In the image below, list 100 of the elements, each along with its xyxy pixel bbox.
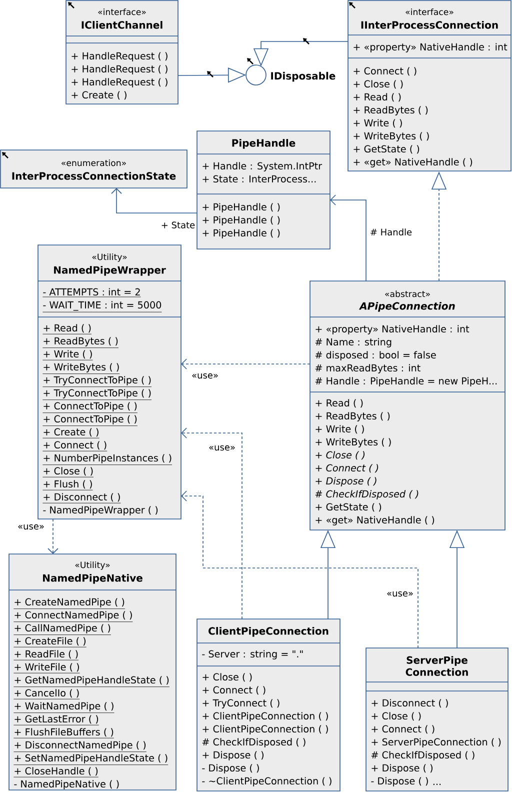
method-text: + WriteBytes ( )	[42, 363, 120, 374]
method-text: + ReadFile ( )	[14, 650, 79, 660]
arrow	[181, 490, 418, 648]
method-text: - Dispose ( )	[202, 764, 259, 774]
method-text: + Dispose ( )	[202, 751, 264, 760]
method-text: + Connect ( )	[316, 464, 378, 473]
method-text: + ClientPipeConnection ( )	[202, 725, 328, 734]
edge-label: «use»	[190, 372, 220, 380]
edge-label: # Handle	[368, 228, 414, 236]
method-text: + GetNamedPipeHandleState ( )	[14, 676, 170, 687]
method-text: + ConnectToPipe ( )	[42, 402, 138, 413]
method-text: # CheckIfDisposed ( )	[202, 738, 306, 748]
method-text: + PipeHandle ( )	[202, 229, 280, 238]
method-text: + GetState ( )	[316, 503, 382, 512]
attribute-text: # Name : string	[315, 338, 392, 348]
method-text: + Connect ( )	[202, 686, 266, 695]
method-text: + Write ( )	[42, 350, 93, 360]
method-text: + Write ( )	[316, 425, 364, 434]
class-name: IClientChannel	[82, 21, 162, 29]
arrow	[111, 188, 198, 214]
method-text: + HandleRequest ( )	[72, 78, 168, 88]
method-text: + PipeHandle ( )	[202, 216, 280, 226]
attribute-text: # Handle : PipeHandle = new PipeH...	[315, 377, 497, 386]
method-text: - NamedPipeWrapper ( )	[43, 506, 158, 516]
attribute-text: + Handle : System.IntPtr	[202, 162, 322, 172]
method-text: + WaitNamedPipe ( )	[14, 702, 114, 713]
method-text: + TryConnectToPipe ( )	[42, 376, 152, 387]
edge-label: + State	[160, 220, 196, 230]
method-text: + DisconnectNamedPipe ( )	[14, 741, 147, 752]
class-name: NamedPipeNative	[43, 574, 142, 584]
arrow	[330, 194, 366, 282]
method-text: + Write ( )	[354, 119, 402, 128]
method-text: + WriteBytes ( )	[354, 132, 429, 142]
class-name: NamedPipeWrapper	[54, 266, 166, 276]
class-name: IInterProcessConnection	[361, 21, 498, 29]
method-text: + CreateFile ( )	[14, 637, 87, 648]
method-text: + PipeHandle ( )	[202, 203, 280, 212]
method-text: + Flush ( )	[42, 480, 93, 490]
method-text: + TryConnect ( )	[202, 699, 280, 708]
method-text: - NamedPipeNative ( )	[14, 780, 119, 790]
class-name: APipeConnection	[358, 302, 455, 312]
class-name: ClientPipeConnection	[208, 627, 328, 637]
method-text: - ~ClientPipeConnection ( )	[202, 777, 332, 786]
method-text: + Close ( )	[354, 80, 403, 89]
method-text: + Read ( )	[354, 93, 401, 102]
method-text: + GetState ( )	[354, 145, 420, 154]
method-text: + Dispose ( )	[316, 477, 376, 486]
method-text: + Create ( )	[42, 428, 100, 438]
method-text: + TryConnectToPipe ( )	[42, 389, 152, 400]
attribute-text: - Server : string = "."	[202, 650, 303, 660]
method-text: + CancelIo ( )	[14, 689, 80, 700]
method-text: + CallNamedPipe ( )	[14, 624, 112, 635]
edge-label: «use»	[386, 590, 414, 598]
method-text: + ConnectToPipe ( )	[42, 415, 138, 426]
method-text: + Close ( )	[202, 673, 252, 682]
method-text: + GetLastError ( )	[14, 715, 100, 726]
arrow	[181, 358, 310, 370]
method-text: + Close ( )	[42, 467, 94, 478]
stereotype-label: «Utility»	[92, 253, 127, 262]
method-text: + «get» NativeHandle ( )	[354, 158, 472, 168]
method-text: + ReadBytes ( )	[354, 106, 428, 116]
class-name: InterProcessConnectionState	[12, 172, 176, 180]
method-text: + CloseHandle ( )	[14, 767, 99, 778]
method-text: # CheckIfDisposed ( )	[315, 490, 418, 500]
stereotype-label: «Utility»	[75, 561, 110, 570]
method-text: + WriteBytes ( )	[316, 438, 391, 448]
stereotype-label: «interface»	[98, 8, 146, 16]
stereotype-label: «interface»	[406, 8, 454, 16]
ellipsis-text: ...	[433, 784, 441, 785]
method-text: + Disconnect ( )	[42, 493, 121, 504]
attribute-text: + «property» NativeHandle : int	[316, 325, 470, 334]
attribute-text: + «property» NativeHandle : int	[354, 43, 508, 52]
method-text: + SetNamedPipeHandleState ( )	[14, 754, 168, 765]
method-text: + Create ( )	[72, 91, 126, 100]
method-text: + HandleRequest ( )	[72, 52, 168, 62]
class-name: PipeHandle	[232, 139, 296, 149]
method-text: + «get» NativeHandle ( )	[316, 516, 434, 526]
method-text: + NumberPipeInstances ( )	[42, 454, 172, 465]
method-text: + HandleRequest ( )	[72, 65, 168, 74]
attribute-text: - ATTEMPTS : int = 2	[42, 288, 141, 298]
method-text: + Connect ( )	[354, 67, 416, 76]
method-text: + ServerPipeConnection ( )	[372, 738, 501, 748]
method-text: + WriteFile ( )	[14, 663, 80, 674]
interface-name: IDisposable	[271, 72, 336, 82]
method-text: + Close ( )	[316, 451, 365, 460]
method-text: + ReadBytes ( )	[42, 337, 119, 348]
method-text: + ReadBytes ( )	[316, 412, 390, 422]
arrow	[48, 518, 58, 554]
arrow	[181, 428, 242, 620]
method-text: # CheckIfDisposed ( )	[371, 751, 474, 760]
edge-label: «use»	[208, 444, 236, 452]
edge-label: «use»	[16, 523, 46, 531]
stereotype-label: «abstract»	[385, 290, 430, 298]
method-text: + Read ( )	[42, 324, 92, 334]
stereotype-label: «enumeration»	[62, 159, 126, 166]
method-text: + ConnectNamedPipe ( )	[14, 611, 133, 622]
method-text: + Connect ( )	[372, 725, 434, 734]
method-text: + CreateNamedPipe ( )	[14, 598, 126, 609]
method-text: + ClientPipeConnection ( )	[202, 712, 328, 722]
method-text: + Read ( )	[316, 399, 363, 408]
